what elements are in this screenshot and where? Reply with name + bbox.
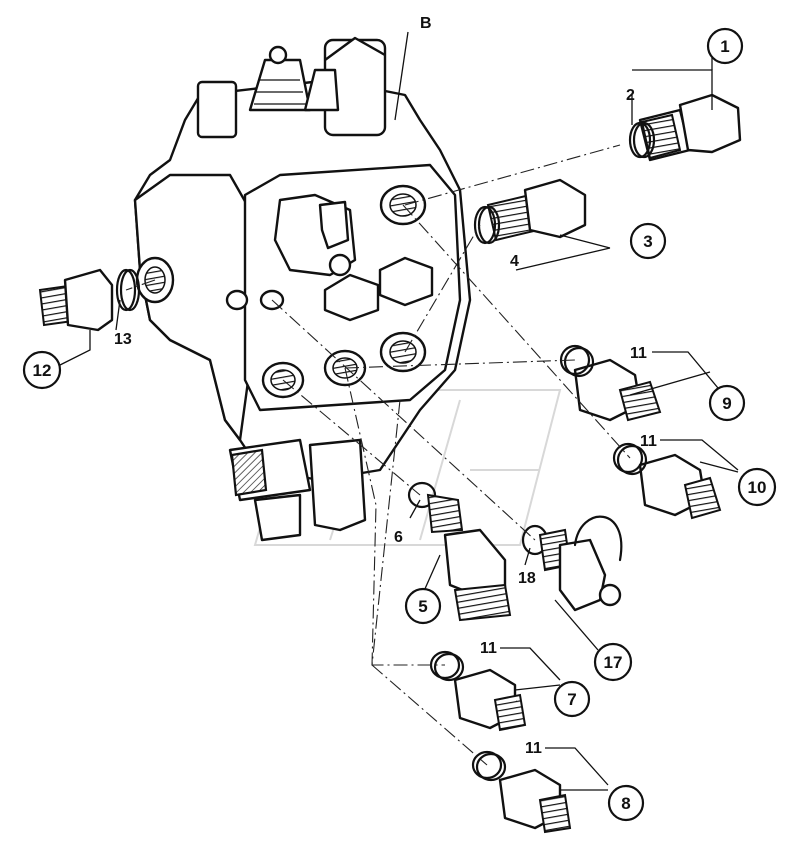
label-11-a: 11 (630, 345, 647, 362)
label-6: 6 (394, 529, 403, 546)
assembly-lines (125, 144, 631, 766)
fitting-10 (612, 442, 722, 520)
svg-text:5: 5 (418, 597, 427, 616)
label-body-b: B (420, 15, 432, 32)
label-18: 18 (518, 570, 536, 587)
coupler-17 (521, 515, 623, 612)
callout-7: 7 (553, 680, 591, 718)
valve-body (133, 36, 472, 542)
label-2: 2 (626, 87, 635, 104)
fitting-7 (429, 650, 527, 732)
callout-10: 10 (737, 467, 777, 507)
svg-text:1: 1 (720, 37, 729, 56)
callout-3: 3 (629, 222, 667, 260)
fitting-12 (38, 268, 141, 332)
fitting-8 (471, 750, 572, 834)
callout-12: 12 (22, 350, 62, 390)
svg-text:7: 7 (567, 690, 576, 709)
label-11-c: 11 (480, 640, 497, 657)
label-13: 13 (114, 331, 132, 348)
leader-lines (59, 31, 739, 791)
svg-text:3: 3 (643, 232, 652, 251)
svg-text:10: 10 (748, 478, 767, 497)
callout-17: 17 (593, 642, 633, 682)
svg-text:9: 9 (722, 394, 731, 413)
fitting-1 (628, 93, 742, 162)
svg-text:17: 17 (604, 653, 623, 672)
label-11-b: 11 (640, 433, 657, 450)
elbow-fitting-5 (407, 481, 512, 622)
callout-5: 5 (404, 587, 442, 625)
fitting-3 (473, 178, 587, 245)
callout-1: 1 (706, 27, 744, 65)
callout-8: 8 (607, 784, 645, 822)
svg-text:8: 8 (621, 794, 630, 813)
label-4: 4 (510, 253, 519, 270)
callout-9: 9 (708, 384, 746, 422)
label-11-d: 11 (525, 740, 542, 757)
svg-text:12: 12 (33, 361, 52, 380)
fitting-9 (559, 344, 662, 422)
